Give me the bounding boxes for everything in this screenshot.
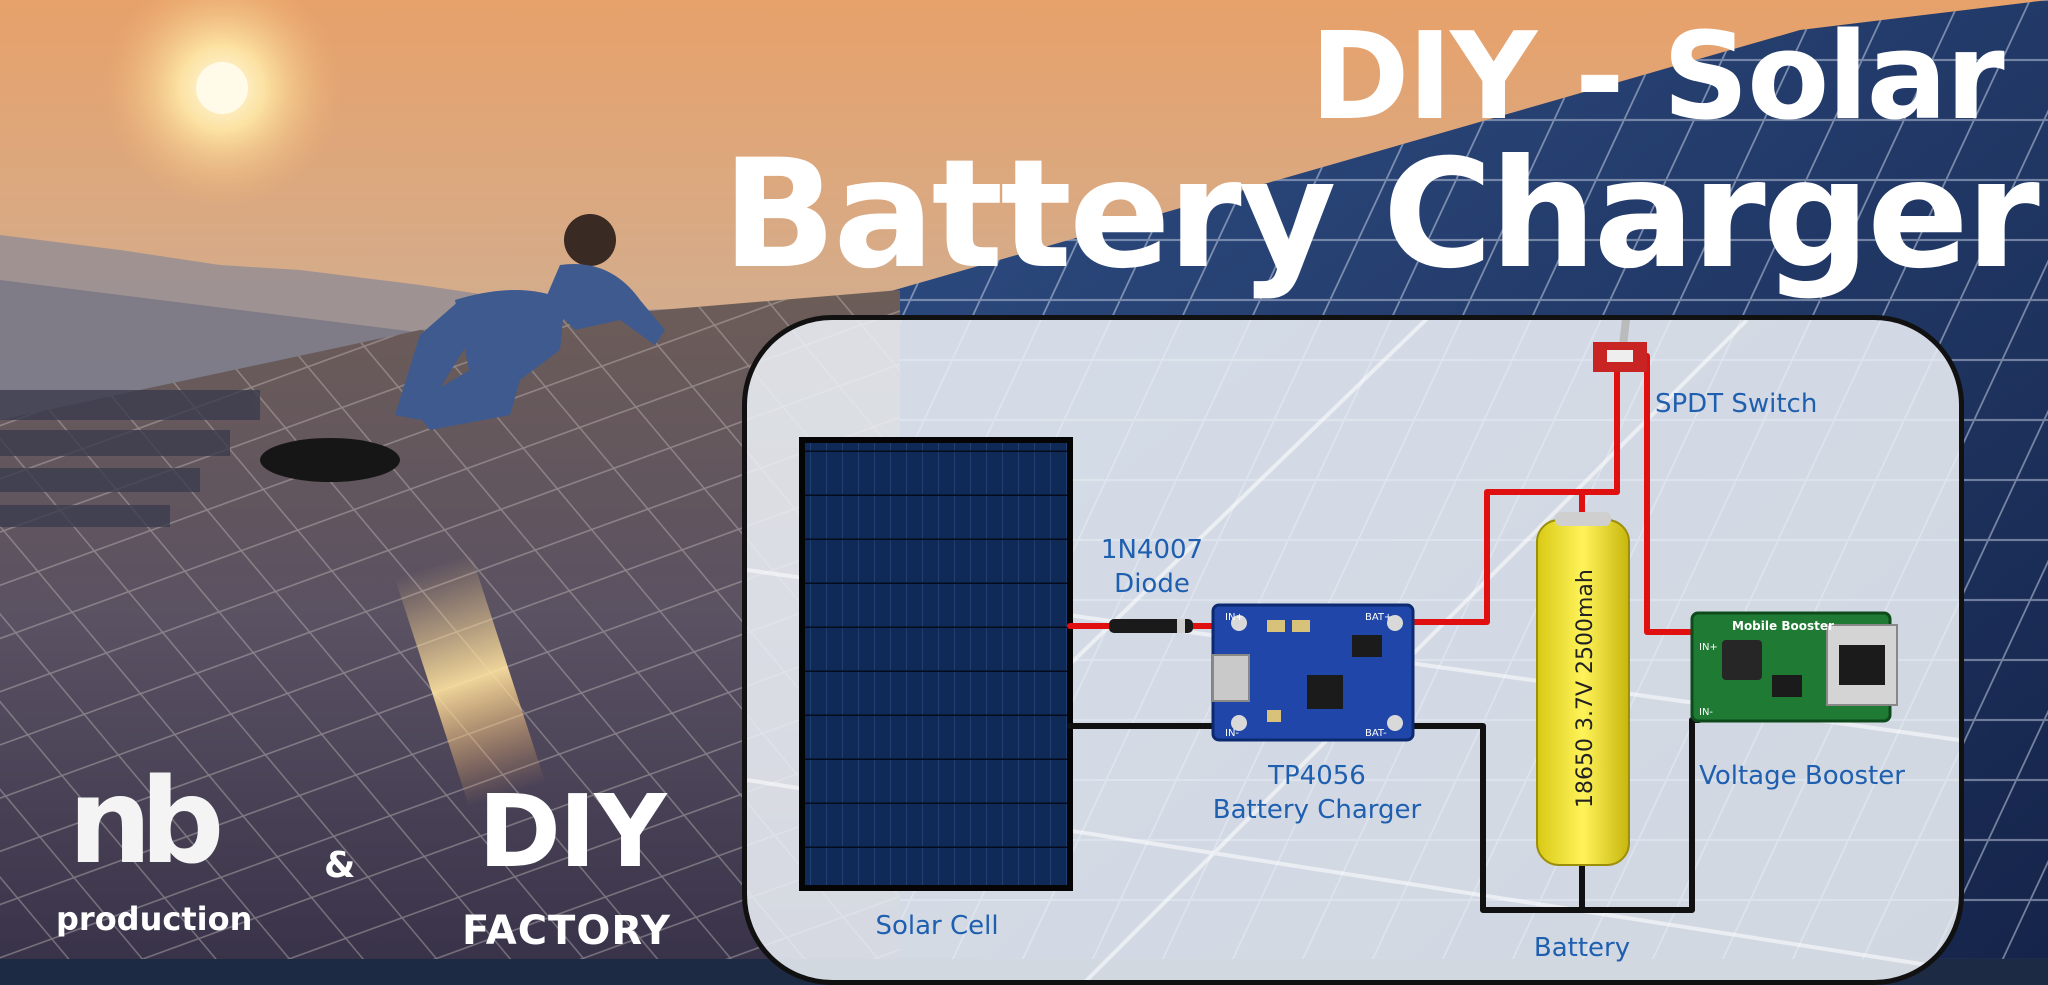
booster-print: Mobile Booster xyxy=(1732,619,1834,633)
charger-label: TP4056 Battery Charger xyxy=(1207,760,1427,828)
pin-in-minus: IN- xyxy=(1225,728,1239,739)
diode-name: Diode xyxy=(1114,568,1190,599)
tp4056-board: IN+ IN- BAT+ BAT- xyxy=(1211,603,1415,742)
solar-cell-label: Solar Cell xyxy=(875,911,999,941)
switch-label: SPDT Switch xyxy=(1655,389,1818,419)
diode-label: 1N4007 Diode xyxy=(1097,534,1207,602)
booster-label: Voltage Booster xyxy=(1699,761,1905,791)
pin-bat-minus: BAT- xyxy=(1365,728,1387,739)
wire-battery-to-switch xyxy=(1579,353,1620,495)
nb-logo-text: production xyxy=(56,900,253,938)
ampersand: & xyxy=(324,845,356,886)
solar-cell-panel xyxy=(799,437,1073,891)
spdt-switch xyxy=(1593,320,1647,372)
circuit-diagram-panel: IN+ IN- BAT+ BAT- 18650 3.7V 2500mah Mob… xyxy=(742,315,1964,985)
booster-pin-in-plus: IN+ xyxy=(1699,642,1718,653)
battery-print: 18650 3.7V 2500mah xyxy=(1573,569,1598,808)
battery-label: Battery xyxy=(1533,933,1631,963)
circuit-diagram: IN+ IN- BAT+ BAT- 18650 3.7V 2500mah Mob… xyxy=(747,320,1959,980)
battery-18650: 18650 3.7V 2500mah xyxy=(1536,512,1630,866)
pin-bat-plus: BAT+ xyxy=(1365,612,1392,623)
diode xyxy=(1109,619,1193,633)
worker-silhouette xyxy=(260,214,665,482)
title-line-1: DIY - Solar xyxy=(1310,8,2005,147)
diy-logo-text: FACTORY xyxy=(462,908,671,954)
booster-pin-in-minus: IN- xyxy=(1699,707,1713,718)
title-line-2: Battery Charger xyxy=(722,128,2040,302)
nb-logo-mark: nb xyxy=(68,752,225,890)
pin-in-plus: IN+ xyxy=(1225,612,1244,623)
wire-bat-positive xyxy=(1409,489,1585,625)
diode-part-number: 1N4007 xyxy=(1100,535,1204,565)
charger-part-number: TP4056 xyxy=(1268,761,1366,791)
voltage-booster-board: Mobile Booster IN+ IN- xyxy=(1690,611,1898,723)
diy-logo-mark: DIY xyxy=(478,773,667,890)
charger-name: Battery Charger xyxy=(1212,794,1422,825)
